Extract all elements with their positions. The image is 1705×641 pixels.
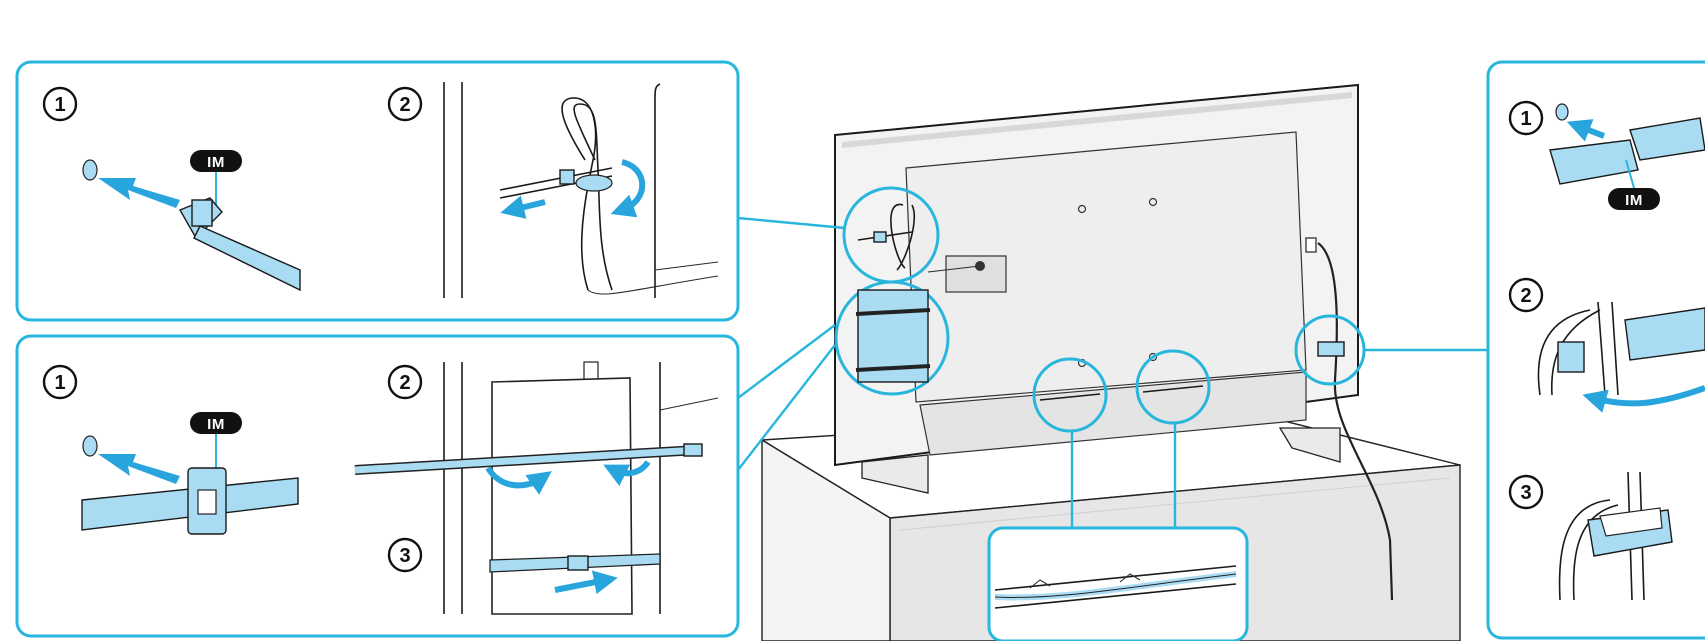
panel-bundle-cables: 1 IM 2 3: [17, 336, 738, 636]
svg-text:1: 1: [54, 94, 65, 116]
panel-attach-cable-tie: 1 IM 2: [17, 62, 738, 320]
svg-text:3: 3: [399, 545, 410, 567]
hole-icon: [83, 436, 97, 456]
svg-text:1: 1: [54, 372, 65, 394]
svg-text:2: 2: [399, 94, 410, 116]
step-3-badge: 3: [1510, 476, 1542, 508]
hole-icon: [1556, 104, 1568, 120]
step-1-badge: 1: [44, 88, 76, 120]
step-1-badge: 1: [1510, 102, 1542, 134]
svg-text:IM: IM: [207, 154, 225, 171]
step-3-badge: 3: [389, 539, 421, 571]
svg-text:3: 3: [1520, 482, 1531, 504]
hole-icon: [83, 160, 97, 180]
step-2-badge: 2: [389, 88, 421, 120]
svg-text:IM: IM: [1625, 192, 1643, 209]
step-1-badge: 1: [44, 366, 76, 398]
svg-text:IM: IM: [207, 416, 225, 433]
panel-cable-holder: 1 IM 2 3: [1488, 62, 1705, 638]
step-2-badge: 2: [1510, 279, 1542, 311]
panel-clip-detail: [989, 528, 1247, 641]
svg-text:2: 2: [399, 372, 410, 394]
svg-text:2: 2: [1520, 285, 1531, 307]
svg-text:1: 1: [1520, 108, 1531, 130]
step-2-badge: 2: [389, 366, 421, 398]
